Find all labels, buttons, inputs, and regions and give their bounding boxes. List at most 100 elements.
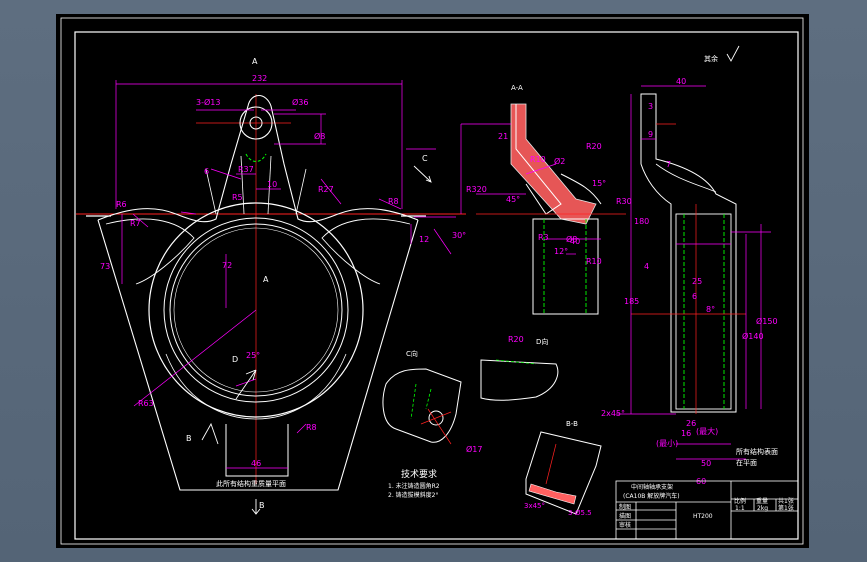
aa-dim-8: Ø8 <box>566 234 577 244</box>
dim-r27: R27 <box>318 185 334 194</box>
side-view <box>631 93 746 414</box>
aa-dim-r30: R30 <box>616 197 632 206</box>
side-dim-40: 40 <box>676 77 686 86</box>
side-dim-140: Ø140 <box>742 331 764 341</box>
material: HT200 <box>693 513 713 520</box>
section-bb-label: B-B <box>566 420 578 428</box>
outer-border <box>60 17 804 545</box>
dim-72: 72 <box>222 261 232 270</box>
roughness-mark: 其余 <box>704 54 718 63</box>
dim-25deg: 25° <box>246 351 260 360</box>
side-dim-min: (最小) <box>656 439 678 448</box>
aa-dim-r3: R3 <box>538 233 549 242</box>
front-dim-text: 232 3-Ø13 Ø36 Ø8 R37 6 10 R5 R27 R6 R7 R… <box>100 74 466 468</box>
view-c-dim-17: Ø17 <box>466 444 482 454</box>
side-dim-26: 26 <box>686 419 696 428</box>
side-dim-150: Ø150 <box>756 316 778 326</box>
side-dim-25: 25 <box>692 277 702 286</box>
drawing-sheet: 232 3-Ø13 Ø36 Ø8 R37 6 10 R5 R27 R6 R7 R… <box>56 14 809 548</box>
dim-46: 46 <box>251 459 261 468</box>
side-dim-50: 50 <box>701 459 711 468</box>
view-c <box>382 368 462 445</box>
technical-requirements: 技术要求 1. 未注铸造圆角R2 2. 铸造拔模斜度2° <box>388 468 440 499</box>
dim-r7: R7 <box>130 219 141 228</box>
section-bb <box>525 431 602 515</box>
roughness-symbol <box>726 45 740 62</box>
aa-dim-40: 40 <box>570 237 580 246</box>
role-drawn: 制图 <box>619 503 631 511</box>
side-dim-max: (最大) <box>696 426 718 436</box>
view-a-label-center: A <box>263 275 269 284</box>
side-dim-7: 7 <box>666 160 671 169</box>
dim-6: 6 <box>204 167 209 176</box>
drawing-frame <box>74 31 799 540</box>
side-dim-8deg: 8° <box>706 305 715 314</box>
dim-8: Ø8 <box>314 131 325 141</box>
aa-dim-2: Ø2 <box>554 156 565 166</box>
arrow-b-bottom: B <box>259 501 265 510</box>
title-block <box>615 480 799 540</box>
bottom-face-note: 此所有结构重质量平面 <box>216 479 286 488</box>
ring-middle <box>163 217 349 403</box>
value-weight: 2kg <box>757 505 768 512</box>
aa-dim-12deg: 12° <box>554 247 568 256</box>
ring-outer <box>148 202 364 418</box>
bb-dim-3-5.5: 3-Ø5.5 <box>568 509 592 517</box>
header-scale: 比例 <box>734 497 746 505</box>
view-c-label: C向 <box>406 349 418 358</box>
boss-hole <box>249 116 263 130</box>
bb-dim-3x45: 3x45° <box>524 502 545 510</box>
aa-dim-r320: R320 <box>466 185 487 194</box>
left-arm-inner <box>105 218 195 285</box>
dim-r63: R63 <box>138 399 154 408</box>
arrow-d-label: D <box>232 355 238 364</box>
dim-r8: R8 <box>306 423 317 432</box>
aa-dim-21: 21 <box>498 132 508 141</box>
section-aa-label: A-A <box>511 84 523 92</box>
side-dim-4: 4 <box>644 262 649 271</box>
ring-inner <box>169 223 343 397</box>
top-boss <box>239 106 273 140</box>
view-d-label: D向 <box>536 337 548 346</box>
tech-item-2: 2. 铸造拔模斜度2° <box>388 491 438 499</box>
part-name-2: (CA10B 解放牌汽车) <box>623 492 680 500</box>
header-sheets: 共1张 <box>778 497 794 505</box>
side-dim-2x45: 2x45° <box>601 409 625 418</box>
front-dimensions <box>115 80 456 469</box>
dim-232: 232 <box>252 74 267 83</box>
side-dim-180: 180 <box>634 217 649 226</box>
side-dim-6: 6 <box>692 292 697 301</box>
side-dim-9: 9 <box>648 130 653 139</box>
side-dim-60: 60 <box>696 477 706 486</box>
view-d-dim-r20: R20 <box>508 335 524 344</box>
arrow-b-top: B <box>186 434 192 443</box>
role-traced: 描图 <box>619 512 631 520</box>
value-sheet: 第1张 <box>778 504 794 512</box>
tech-title: 技术要求 <box>401 468 437 480</box>
side-dim-3: 3 <box>648 102 653 111</box>
side-dim-185: 185 <box>624 297 639 306</box>
dim-73: 73 <box>100 262 110 271</box>
side-face-note: 所有结构表面 <box>736 447 778 456</box>
dim-r5: R5 <box>232 193 243 202</box>
dim-3-13: 3-Ø13 <box>196 97 220 107</box>
aa-dim-r20: R20 <box>586 142 602 151</box>
aa-dim-45deg: 45° <box>506 195 520 204</box>
aa-dim-r10b: R10 <box>586 257 602 266</box>
dim-r37: R37 <box>238 165 254 174</box>
side-dim-16: 16 <box>681 429 691 438</box>
dim-10: 10 <box>267 180 277 189</box>
part-name-1: 中间轴轴承支架 <box>631 483 673 491</box>
dim-12: 12 <box>419 235 429 244</box>
right-arm-inner <box>321 218 411 285</box>
view-d <box>480 359 559 401</box>
front-view <box>76 94 466 491</box>
aa-dim-r10: R10 <box>530 155 546 164</box>
section-sleeve <box>532 218 599 315</box>
section-aa <box>476 103 626 315</box>
tech-item-1: 1. 未注铸造圆角R2 <box>388 482 440 490</box>
dim-30deg: 30° <box>452 231 466 240</box>
header-weight: 重量 <box>756 497 768 505</box>
dim-r8-right: R8 <box>388 197 399 206</box>
